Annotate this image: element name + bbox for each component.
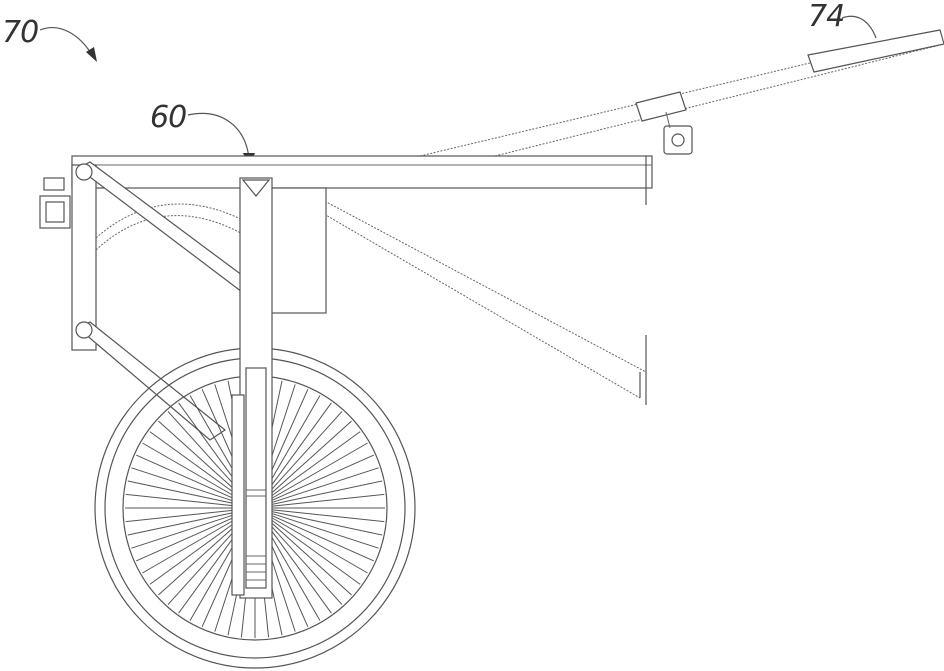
- wheel-spoke: [261, 402, 332, 499]
- mount-post: [231, 177, 273, 599]
- wheel-spoke: [264, 514, 361, 585]
- handle-collar: [635, 91, 687, 122]
- mount-post-side-plate: [231, 394, 245, 596]
- upper-link-pivot-left: [75, 163, 93, 181]
- frame-diagonal-strut-top: [299, 187, 647, 373]
- frame-curved-brace-b: [95, 203, 261, 239]
- wheel-spoke: [135, 512, 245, 562]
- wheel-spoke: [266, 480, 383, 506]
- lower-link-arm: [76, 321, 227, 441]
- wheel-spoke: [149, 431, 246, 502]
- label-70-callout: 70: [2, 15, 97, 62]
- handle: [419, 29, 944, 157]
- wheel-spoke: [265, 454, 375, 504]
- wheel-spoke: [262, 516, 343, 605]
- wheel-spoke: [131, 467, 244, 505]
- wheel-spoke: [263, 515, 352, 596]
- wheel-spoke: [125, 508, 244, 523]
- wheel-spoke: [263, 420, 352, 501]
- lower-link-pivot-left: [75, 321, 93, 339]
- label-74: 74: [808, 0, 844, 34]
- label-70: 70: [2, 15, 38, 50]
- wheel-spoke: [127, 510, 244, 536]
- wheel-spoke: [142, 513, 245, 574]
- wheel-spoke: [266, 511, 379, 549]
- wheel-spoke: [131, 511, 244, 549]
- frame-top-beam: [71, 155, 653, 189]
- label-70-leader: [39, 27, 93, 56]
- wheel-spoke: [266, 467, 379, 505]
- hitch-block-inner: [45, 201, 65, 223]
- label-70-arrowhead: [86, 47, 97, 62]
- wheel-spoke: [264, 431, 361, 502]
- label-60: 60: [150, 100, 186, 135]
- handle-hinge-pin: [671, 133, 685, 147]
- frame-diagonal-strut-bottom: [299, 199, 641, 399]
- wheel-spoke: [265, 442, 368, 503]
- label-60-leader: [187, 113, 250, 159]
- center-housing: [267, 187, 327, 314]
- handle-lower-edge: [494, 43, 944, 157]
- wheel-spoke: [261, 517, 332, 614]
- wheel-spoke: [265, 513, 368, 574]
- mount-post-slot: [245, 367, 267, 589]
- handle-hinge-link: [665, 111, 671, 129]
- wheel-spoke: [266, 508, 385, 523]
- wheel-spoke: [135, 454, 245, 504]
- hitch-cap: [43, 177, 65, 191]
- wheel-spoke: [266, 510, 383, 536]
- label-74-callout: 74: [808, 0, 877, 39]
- wheel-spoke: [125, 493, 244, 508]
- wheel-spoke: [262, 411, 343, 500]
- mount-post-mark-lower: [246, 555, 266, 581]
- wheel-spoke: [149, 514, 246, 585]
- label-74-leader: [841, 15, 877, 39]
- wheel-spoke: [265, 512, 375, 562]
- wheel-spoke: [266, 493, 385, 508]
- wheel-spoke: [127, 480, 244, 506]
- handle-grip: [807, 29, 944, 73]
- mount-post-top-notch: [241, 179, 271, 197]
- wheel-spoke: [142, 442, 245, 503]
- mount-post-mark-upper: [246, 489, 266, 497]
- frame: [39, 155, 653, 405]
